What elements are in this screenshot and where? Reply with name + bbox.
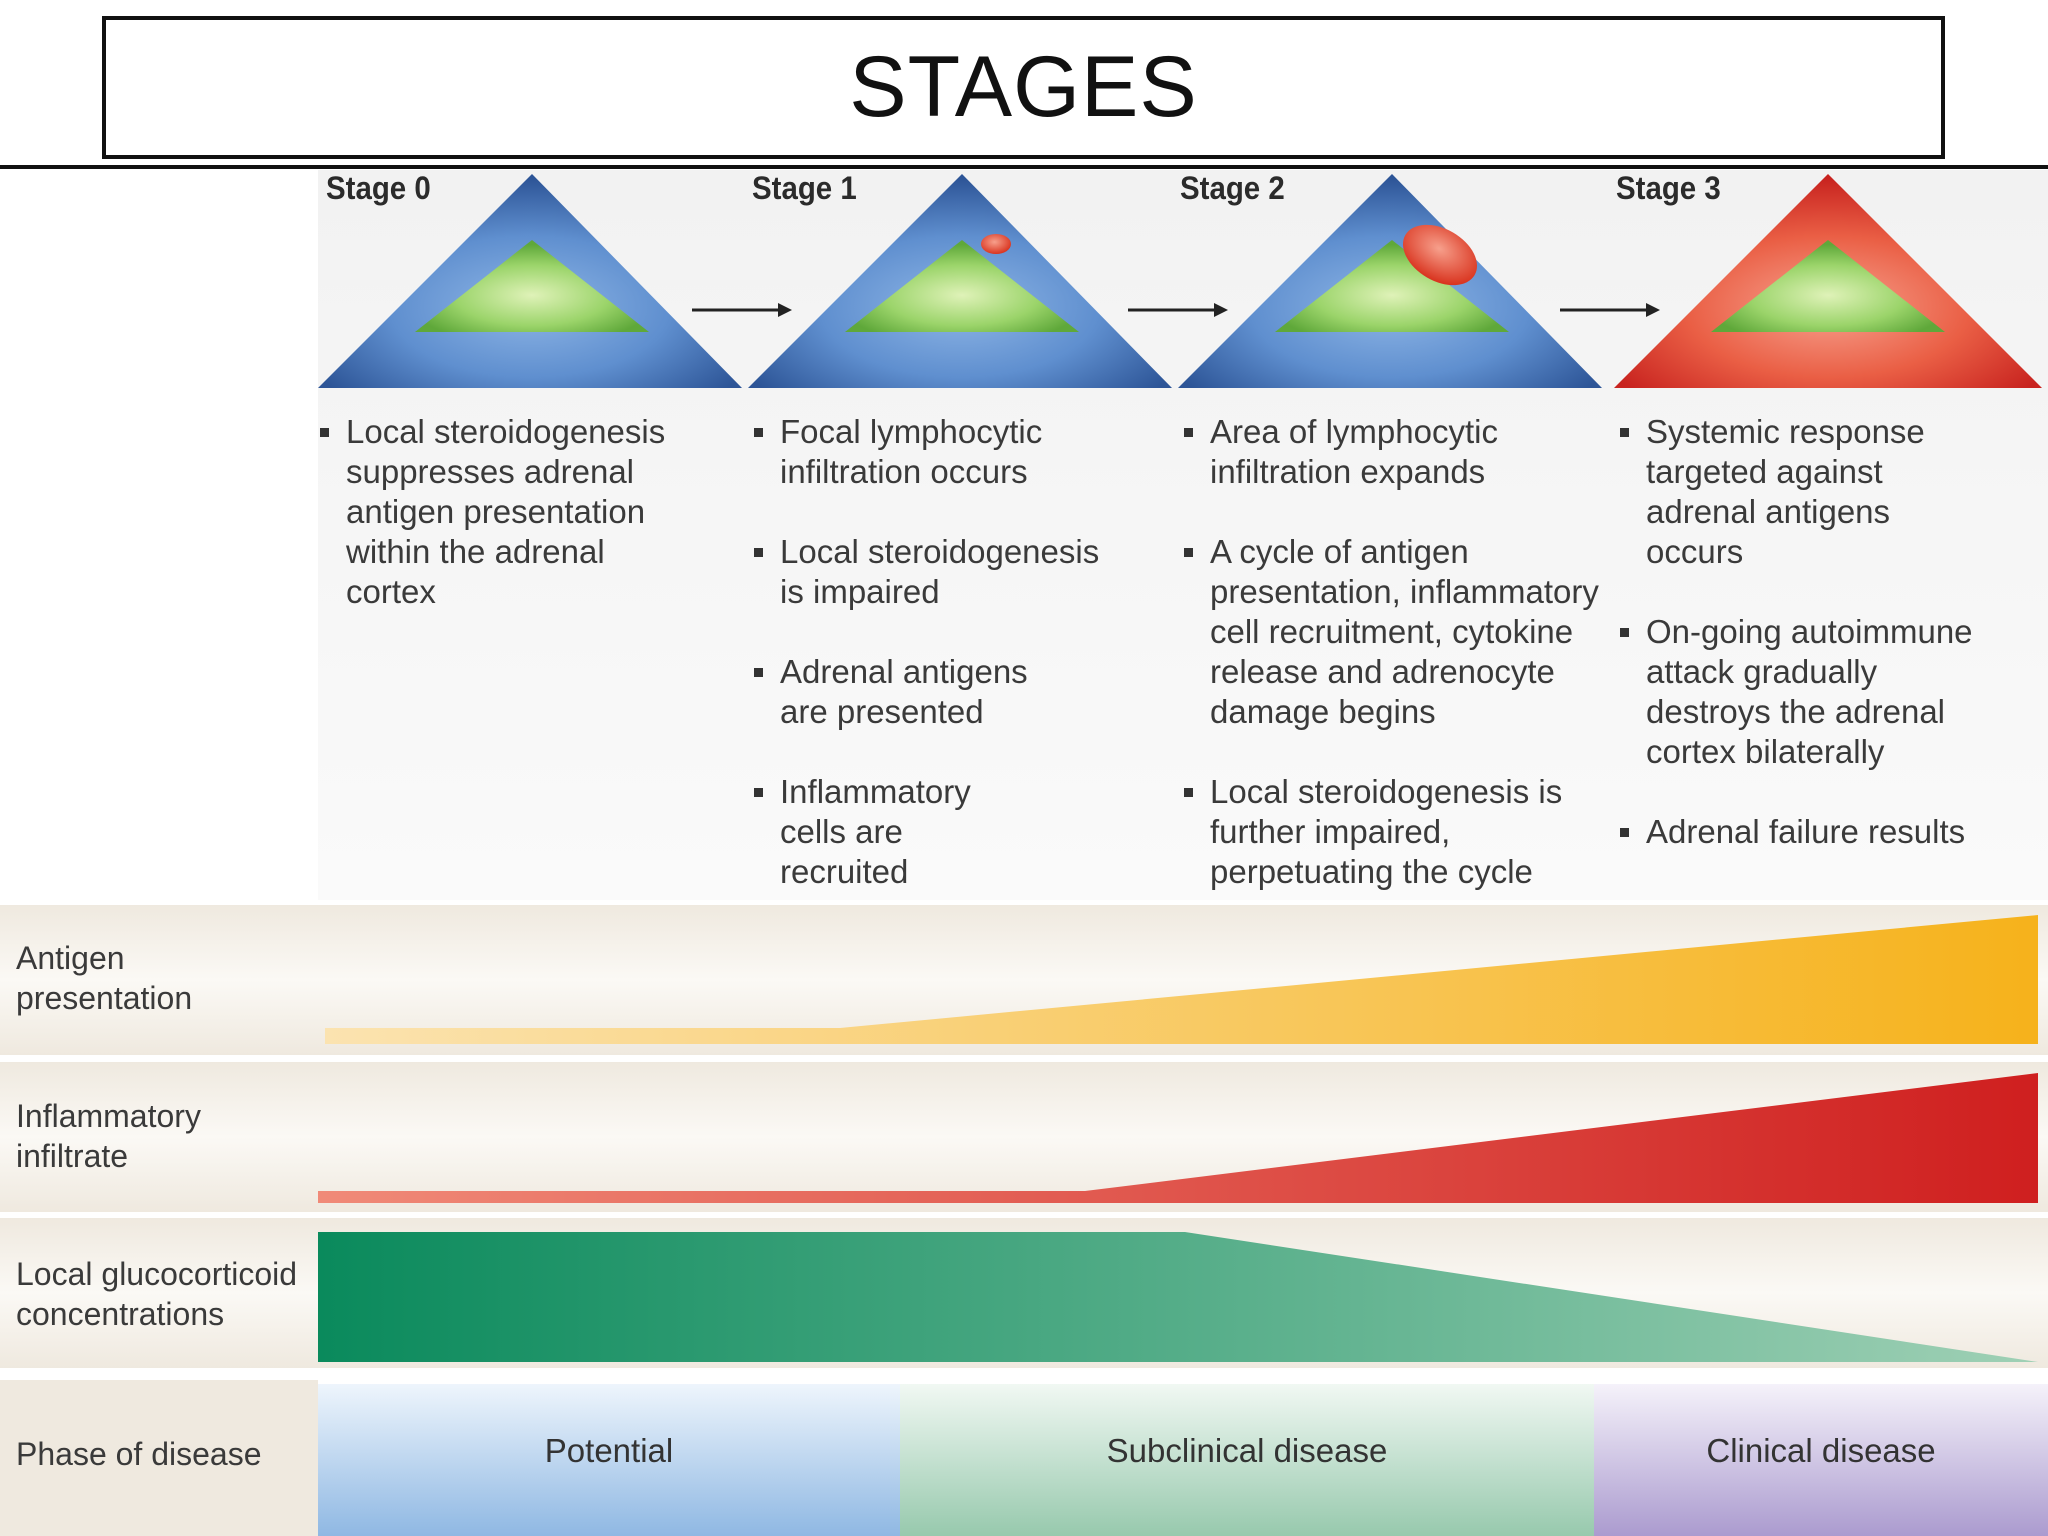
arrow-stage-1-to-2 <box>1128 303 1228 317</box>
phase-clinical-band <box>1594 1384 2048 1536</box>
phase-subclinical-band <box>900 1384 1594 1536</box>
stage-0-label: Stage 0 <box>326 170 431 206</box>
stage-1-bullets: Focal lymphocytic infiltration occurs Lo… <box>754 412 1134 932</box>
stage-0-triangle <box>318 174 742 388</box>
inflammatory-infiltrate-label: Inflammatory infiltrate <box>16 1098 201 1174</box>
phase-subclinical-label: Subclinical disease <box>1106 1432 1388 1469</box>
list-item: Area of lymphocytic infiltration expands <box>1184 412 1540 492</box>
stage-1-lesion <box>981 234 1011 254</box>
phase-clinical-label: Clinical disease <box>1706 1432 1936 1469</box>
inflammatory-infiltrate-ramp <box>318 1073 2038 1203</box>
title-rule <box>0 165 2048 169</box>
list-item: On-going autoimmune attack gradually des… <box>1620 612 2006 772</box>
slide-title: STAGES <box>102 16 1945 159</box>
stage-2-label: Stage 2 <box>1180 170 1285 206</box>
list-item: Adrenal antigens are presented <box>754 652 1040 732</box>
list-item: Systemic response targeted against adren… <box>1620 412 1966 572</box>
stage-2-triangle <box>1178 174 1602 388</box>
glucocorticoid-label: Local glucocorticoid concentrations <box>16 1256 298 1332</box>
list-item: Local steroidogenesis is further impaire… <box>1184 772 1610 892</box>
antigen-presentation-label: Antigen presentation <box>16 940 193 1016</box>
phase-of-disease-label: Phase of disease <box>16 1436 262 1472</box>
glucocorticoid-ramp <box>318 1232 2038 1362</box>
list-item: Adrenal failure results <box>1620 812 2026 852</box>
list-item: Focal lymphocytic infiltration occurs <box>754 412 1080 492</box>
stage-1-label: Stage 1 <box>752 170 857 206</box>
stage-2-lesion <box>1403 224 1477 286</box>
arrow-stage-2-to-3 <box>1560 303 1660 317</box>
list-item: Local steroidogenesis suppresses adrenal… <box>320 412 700 612</box>
antigen-presentation-ramp <box>325 915 2038 1044</box>
list-item: Local steroidogenesis is impaired <box>754 532 1130 612</box>
arrow-stage-0-to-1 <box>692 303 792 317</box>
list-item: Inflammatory cells are recruited <box>754 772 1040 892</box>
stage-3-label: Stage 3 <box>1616 170 1721 206</box>
phase-potential-band <box>318 1384 900 1536</box>
list-item: A cycle of antigen presentation, inflamm… <box>1184 532 1610 732</box>
stage-1-triangle <box>748 174 1172 388</box>
phase-potential-label: Potential <box>544 1432 674 1469</box>
stage-0-bullets: Local steroidogenesis suppresses adrenal… <box>320 412 700 652</box>
phase-label-background <box>0 1380 318 1536</box>
stage-2-bullets: Area of lymphocytic infiltration expands… <box>1184 412 1604 932</box>
stage-3-triangle <box>1614 174 2042 388</box>
stage-3-bullets: Systemic response targeted against adren… <box>1620 412 2040 892</box>
